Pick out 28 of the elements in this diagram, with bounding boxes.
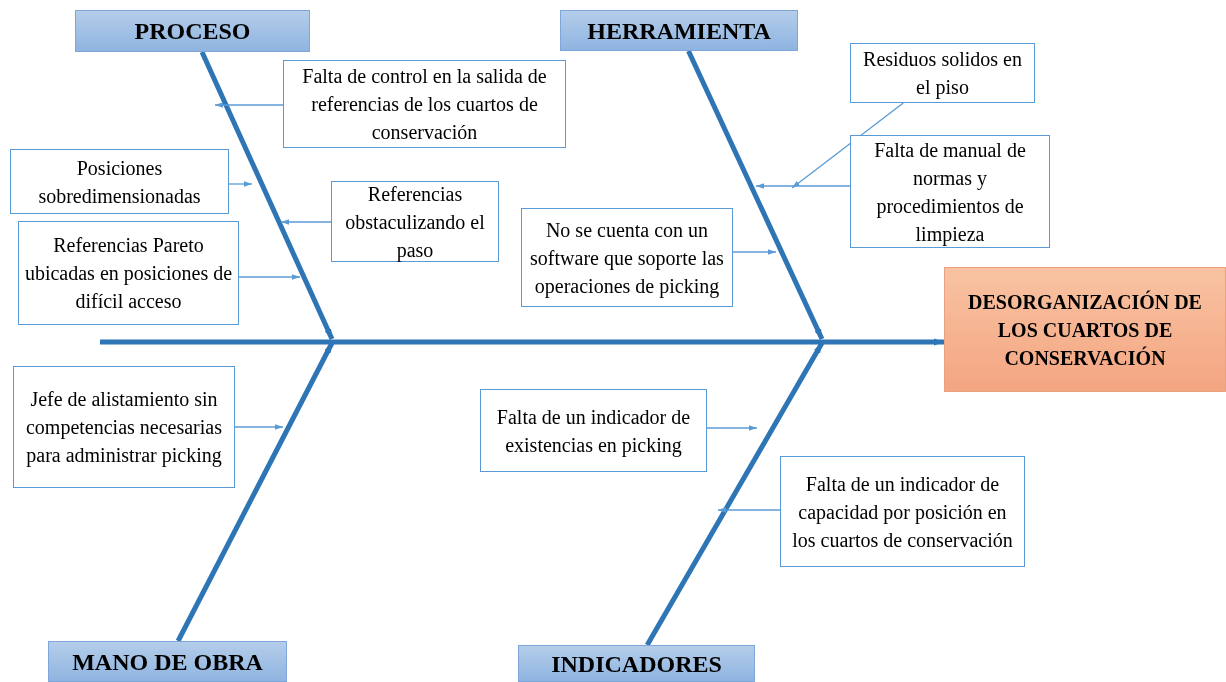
arrow: [280, 219, 332, 225]
arrow: [732, 249, 777, 255]
arrow: [238, 274, 301, 280]
cause-box: Jefe de alistamiento sin competencias necesarias para administrar picking: [13, 366, 235, 488]
bone-arrow: [686, 49, 825, 341]
cause-box: Referencias Pareto ubicadas en posiciones de difícil acceso: [18, 221, 239, 325]
arrow: [234, 424, 284, 430]
cause-box: Referencias obstaculizando el paso: [331, 181, 499, 262]
arrow: [717, 507, 781, 513]
arrow: [755, 183, 851, 189]
effect-box: DESORGANIZACIÓN DE LOS CUARTOS DE CONSERVACIÓN: [944, 267, 1226, 392]
arrow: [706, 425, 758, 431]
cause-box: Residuos solidos en el piso: [850, 43, 1035, 103]
category-box: PROCESO: [75, 10, 310, 52]
arrow: [214, 102, 284, 108]
cause-box: Posiciones sobredimensionadas: [10, 149, 229, 214]
bone-arrow: [199, 50, 335, 341]
cause-box: Falta de un indicador de capacidad por posición en los cuartos de conservación: [780, 456, 1025, 567]
bone-arrow: [100, 338, 944, 346]
category-box: INDICADORES: [518, 645, 755, 682]
cause-box: Falta de manual de normas y procedimientos de limpieza: [850, 135, 1050, 248]
arrow: [791, 102, 904, 189]
cause-box: No se cuenta con un software que soporte las operaciones de picking: [521, 208, 733, 307]
cause-box: Falta de control en la salida de referencias de los cuartos de conservación: [283, 60, 566, 148]
cause-box: Falta de un indicador de existencias en picking: [480, 389, 707, 472]
category-box: HERRAMIENTA: [560, 10, 798, 51]
category-box: MANO DE OBRA: [48, 641, 287, 682]
arrow: [228, 181, 253, 187]
